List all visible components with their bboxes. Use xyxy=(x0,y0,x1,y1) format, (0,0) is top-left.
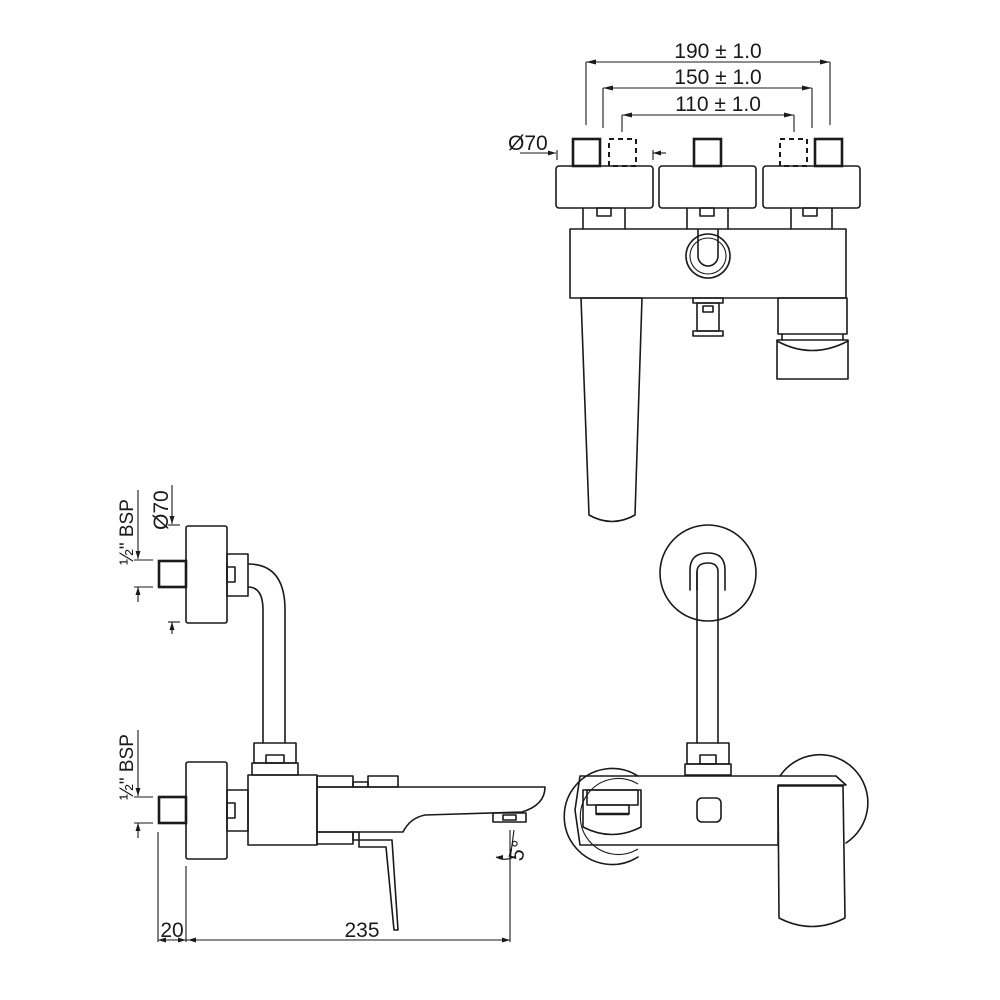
diverter-button xyxy=(696,797,722,823)
diverter-ring-outer xyxy=(685,233,731,279)
lever-handle-front xyxy=(777,785,846,928)
spout-outlet-top xyxy=(776,297,849,380)
lower-connector xyxy=(226,789,249,832)
upper-connector xyxy=(226,553,249,597)
aerator-top xyxy=(692,297,724,337)
lever-handle-top xyxy=(580,297,643,523)
riser-base-front xyxy=(684,763,732,776)
lower-inlet-thread xyxy=(157,795,188,825)
lower-connector-detail xyxy=(226,802,236,819)
riser-front-right xyxy=(696,562,719,744)
diverter-knob xyxy=(697,228,719,267)
flange-left xyxy=(555,165,654,209)
left-flange-front-inner xyxy=(579,777,639,856)
lever-base-left xyxy=(316,831,354,845)
thread-label-lower: ½" BSP xyxy=(117,734,138,800)
riser-pipe-inner xyxy=(247,586,264,744)
aerator-side xyxy=(492,812,527,823)
upper-connector-detail xyxy=(226,566,236,583)
body-cap-right xyxy=(367,775,399,788)
connector-right xyxy=(790,207,833,230)
body-cap-left xyxy=(316,775,354,788)
spout-angle-label: 5° xyxy=(505,838,532,863)
riser-nut-detail xyxy=(265,754,285,764)
flange-right xyxy=(762,165,861,209)
lower-wall-flange xyxy=(185,761,228,860)
spout-outlet-front xyxy=(582,789,642,836)
dimension-190-label: 190 ± 1.0 xyxy=(674,40,761,63)
mixer-body-top xyxy=(569,228,847,299)
aerator-side-detail xyxy=(502,814,517,821)
inlet-pipe-left xyxy=(571,137,602,168)
left-flange-front xyxy=(563,767,639,866)
inlet-pipe-center xyxy=(692,137,723,168)
dimension-110-label: 110 ± 1.0 xyxy=(675,93,761,116)
right-flange-front xyxy=(779,753,869,844)
thread-label-upper: ½" BSP xyxy=(117,499,138,565)
inlet-pipe-left-alt xyxy=(608,138,637,167)
lever-base-gap xyxy=(352,831,360,841)
dimension-150-label: 150 ± 1.0 xyxy=(674,66,761,89)
front-view xyxy=(563,524,869,928)
riser-nut-front-detail xyxy=(699,754,717,765)
dimension-190: 190 ± 1.0 xyxy=(585,40,831,125)
riser-nut xyxy=(253,742,297,764)
riser-nut-front xyxy=(686,742,730,765)
riser-base xyxy=(251,762,299,776)
spout-side xyxy=(316,786,546,833)
upper-flange-front xyxy=(659,524,757,622)
spout-outlet-upper xyxy=(586,789,639,806)
diameter-label-top: Ø70 xyxy=(508,132,548,155)
dimension-235-label: 235 xyxy=(344,919,379,942)
upper-inlet-thread xyxy=(157,559,188,589)
inlet-pipe-right xyxy=(813,137,844,168)
connector-center xyxy=(686,207,729,230)
side-view: Ø70 ½" BSP ½" BSP xyxy=(117,485,546,943)
diameter-label-side: Ø70 xyxy=(150,490,173,530)
dimension-110: 110 ± 1.0 xyxy=(621,93,795,132)
top-view: 190 ± 1.0 150 ± 1.0 110 ± 1.0 Ø70 xyxy=(508,40,861,523)
riser-pipe-outer xyxy=(247,563,286,744)
upper-elbow-outer xyxy=(689,552,726,591)
dimension-20-label: 20 xyxy=(160,919,183,942)
mixer-body-side xyxy=(247,774,318,846)
lever-handle-side xyxy=(358,839,399,931)
inlet-pipe-right-alt xyxy=(779,138,808,167)
dimension-diameter-top: Ø70 xyxy=(508,132,666,160)
aerator-front xyxy=(595,804,630,815)
flange-center xyxy=(658,165,757,209)
dimension-150: 150 ± 1.0 xyxy=(602,66,813,128)
upper-wall-flange xyxy=(185,525,228,624)
connector-left xyxy=(582,207,626,230)
diverter-ring-inner xyxy=(689,237,727,275)
